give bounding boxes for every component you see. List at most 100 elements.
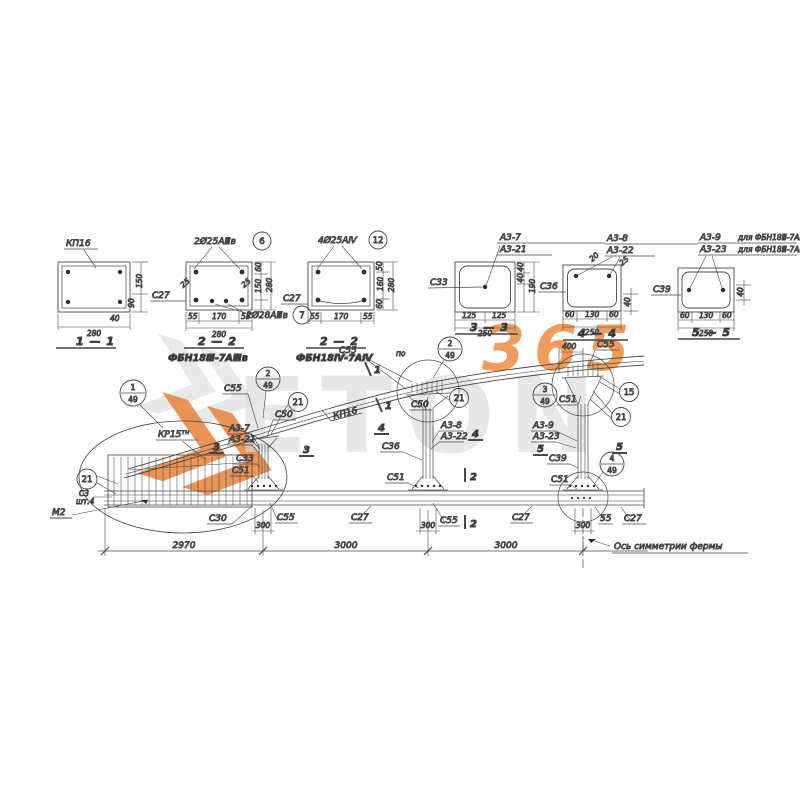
svg-text:1: 1 <box>131 383 136 392</box>
svg-text:2: 2 <box>266 369 271 378</box>
cover-25b: 25 <box>240 276 253 289</box>
dim-170-b: 170 <box>334 312 349 321</box>
svg-text:4: 4 <box>610 454 615 463</box>
section-1-1: КП16 150 90 40 280 1 — 1 <box>56 239 148 349</box>
c27-bot-2: С27 <box>512 513 530 523</box>
p3-a-bot: А3-23 <box>532 432 560 442</box>
svg-text:5: 5 <box>537 444 544 455</box>
bar-bot-label: 2Ø28АⅢв <box>246 310 288 321</box>
section-2-2a-title: 2 — 2 <box>198 335 237 348</box>
svg-text:2: 2 <box>470 519 477 530</box>
c27-bot-1: С27 <box>351 513 369 523</box>
qty-label: шт.4 <box>76 497 95 506</box>
bottom-chord <box>104 488 645 508</box>
dim-40b: 40 <box>516 273 525 283</box>
p2-c55: С55 <box>339 346 357 356</box>
dim-60a: 60 <box>565 310 575 319</box>
pos-21-left: 21 <box>76 468 119 495</box>
p2-cap-hatch <box>411 380 443 393</box>
mesh-44: С36 <box>540 282 558 292</box>
p3-a-top: А3-9 <box>532 421 554 431</box>
dim-280r: 280 <box>265 278 274 293</box>
pos-12: 12 <box>373 236 384 246</box>
dim-250c: 250 <box>699 329 714 338</box>
a-top-33: А3-7 <box>499 233 521 243</box>
svg-text:21: 21 <box>454 394 465 404</box>
a-top-55: А3-9 <box>699 233 721 243</box>
bottom-labels: С30 300 С55 С27 300 С55 С27 <box>207 502 646 534</box>
watermark-chevron-grey <box>135 334 256 426</box>
svg-text:3: 3 <box>213 442 220 453</box>
svg-text:49: 49 <box>263 381 273 390</box>
cut-5-marks: 5 5 <box>533 442 627 456</box>
section-3-3: А3-7 А3-21 С33 125 125 250 40 40 <box>427 233 605 338</box>
cross-sections: КП16 150 90 40 280 1 — 1 <box>56 230 800 364</box>
svg-text:15: 15 <box>624 388 635 398</box>
callout-4-49: 4 49 <box>594 451 625 484</box>
cage-label: КР15тн <box>158 428 189 440</box>
dim-280r-b: 280 <box>387 278 396 293</box>
section-3-3-title: 3 — 3 <box>470 321 509 334</box>
symmetry-axis: Ось симметрии фермы <box>582 508 748 568</box>
dim-40a: 40 <box>516 262 525 272</box>
dim-55a: 55 <box>188 312 198 321</box>
post-2: С55 по 2 49 С50 21 А3-8 А3-22 <box>337 336 483 530</box>
dim-150r: 150 <box>254 279 263 294</box>
p2-a-bot: А3-22 <box>440 432 468 442</box>
axis-label: Ось симметрии фермы <box>614 542 722 552</box>
p3-c39: С39 <box>549 454 567 464</box>
svg-text:21: 21 <box>82 475 93 485</box>
section-1-1-label: КП16 <box>66 239 91 249</box>
post-3: 400 С55 3 49 С51 15 21 <box>531 340 639 523</box>
p2-c51: С51 <box>387 473 405 483</box>
p1-a-bot: А3-21 <box>228 435 256 445</box>
p2-c36: С36 <box>382 442 400 452</box>
dim-55b-b: 55 <box>363 312 373 321</box>
watermark: ETON 365 <box>135 312 629 496</box>
dim-130: 130 <box>585 310 600 319</box>
svg-text:21: 21 <box>293 398 304 408</box>
dim-125a: 125 <box>462 311 477 320</box>
c55-bot-1: С55 <box>277 513 295 523</box>
m2-label: М2 <box>52 508 66 518</box>
section-2-2a-subtitle: ФБН18Ⅲ-7АⅢв <box>168 353 248 364</box>
dim-280: 280 <box>87 329 102 338</box>
p1-c51: С51 <box>232 466 250 476</box>
left-end-detail: 1 49 КР15тн 21 С3 шт.4 М2 <box>50 379 288 534</box>
dim-50r-b: 50 <box>375 261 384 271</box>
svg-text:2: 2 <box>470 472 477 483</box>
cut-1-marks: 1 1 <box>364 361 392 412</box>
section-2-2b: 4Ø25АⅣ 12 С27 55 170 55 50 160 60 <box>281 230 398 364</box>
a-bot-33: А3-21 <box>499 245 527 255</box>
p3-d400: 400 <box>562 342 577 351</box>
p2-c50: С50 <box>411 400 429 410</box>
span-3000a: 3000 <box>335 541 358 551</box>
svg-text:21: 21 <box>616 413 627 423</box>
cut-4-marks: 4 4 <box>374 423 483 441</box>
span-2970: 2970 <box>173 541 196 551</box>
main-dimensions: 2970 3000 3000 <box>98 508 648 556</box>
dim-60r: 60 <box>254 262 263 272</box>
callout-3-49: 3 49 <box>532 382 558 408</box>
d55-label: 55 <box>600 514 612 524</box>
elevation: 1 49 КР15тн 21 С3 шт.4 М2 <box>50 336 748 568</box>
dim-60b: 60 <box>609 310 619 319</box>
svg-text:49: 49 <box>540 397 550 406</box>
svg-text:3: 3 <box>543 385 548 394</box>
svg-text:49: 49 <box>607 466 617 475</box>
post-1: С55 2 49 21 С50 А3-7 А3-21 <box>209 366 314 491</box>
dim-55b: 55 <box>241 312 251 321</box>
section-4-4-title: 4 — 4 <box>577 327 617 340</box>
p3-c51-top: С51 <box>559 395 577 405</box>
dim-60r-b: 60 <box>375 299 384 309</box>
a-top-55-note: для ФБН18Ⅲ-7АⅢв <box>737 233 800 242</box>
dim-130b: 130 <box>699 311 714 320</box>
callout-1-49: 1 49 <box>119 379 164 429</box>
svg-text:3: 3 <box>303 445 310 456</box>
dim-250b: 250 <box>585 328 600 337</box>
dim-170: 170 <box>212 312 227 321</box>
bar-top-label: 2Ø25АⅢв <box>194 236 236 247</box>
mesh-55: С39 <box>653 285 671 295</box>
